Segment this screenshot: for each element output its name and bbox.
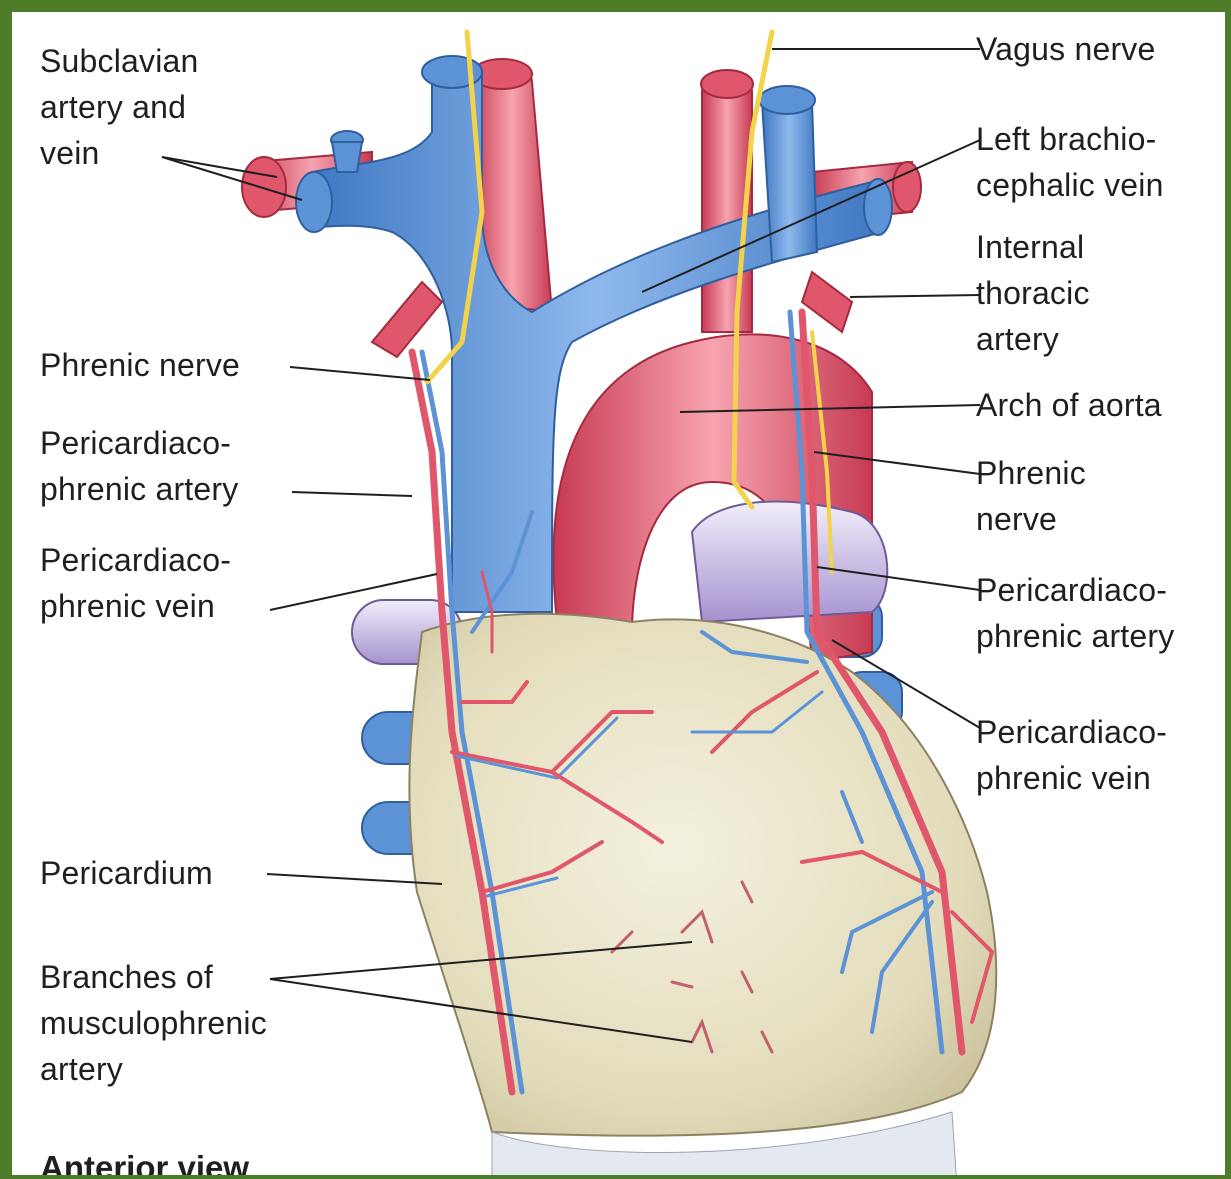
label-internal-thoracic-artery: Internal thoracic artery [976,224,1090,362]
label-pericardiacophrenic-artery-left: Pericardiaco- phrenic artery [40,420,238,512]
label-arch-of-aorta: Arch of aorta [976,382,1162,428]
label-vagus-nerve: Vagus nerve [976,26,1156,72]
label-pericardium: Pericardium [40,850,213,896]
label-pericardiacophrenic-vein-right: Pericardiaco- phrenic vein [976,709,1167,801]
label-left-brachiocephalic-vein: Left brachio- cephalic vein [976,116,1164,208]
label-pericardiacophrenic-vein-left: Pericardiaco- phrenic vein [40,537,231,629]
label-phrenic-nerve-left: Phrenic nerve [40,342,240,388]
label-phrenic-nerve-right: Phrenic nerve [976,450,1086,542]
label-musculophrenic-branches: Branches of musculophrenic artery [40,954,267,1092]
label-subclavian-artery-and-vein: Subclavian artery and vein [40,38,199,176]
view-caption: Anterior view [40,1148,249,1179]
label-pericardiacophrenic-artery-right: Pericardiaco- phrenic artery [976,567,1174,659]
pulmonary-trunk [692,502,887,622]
